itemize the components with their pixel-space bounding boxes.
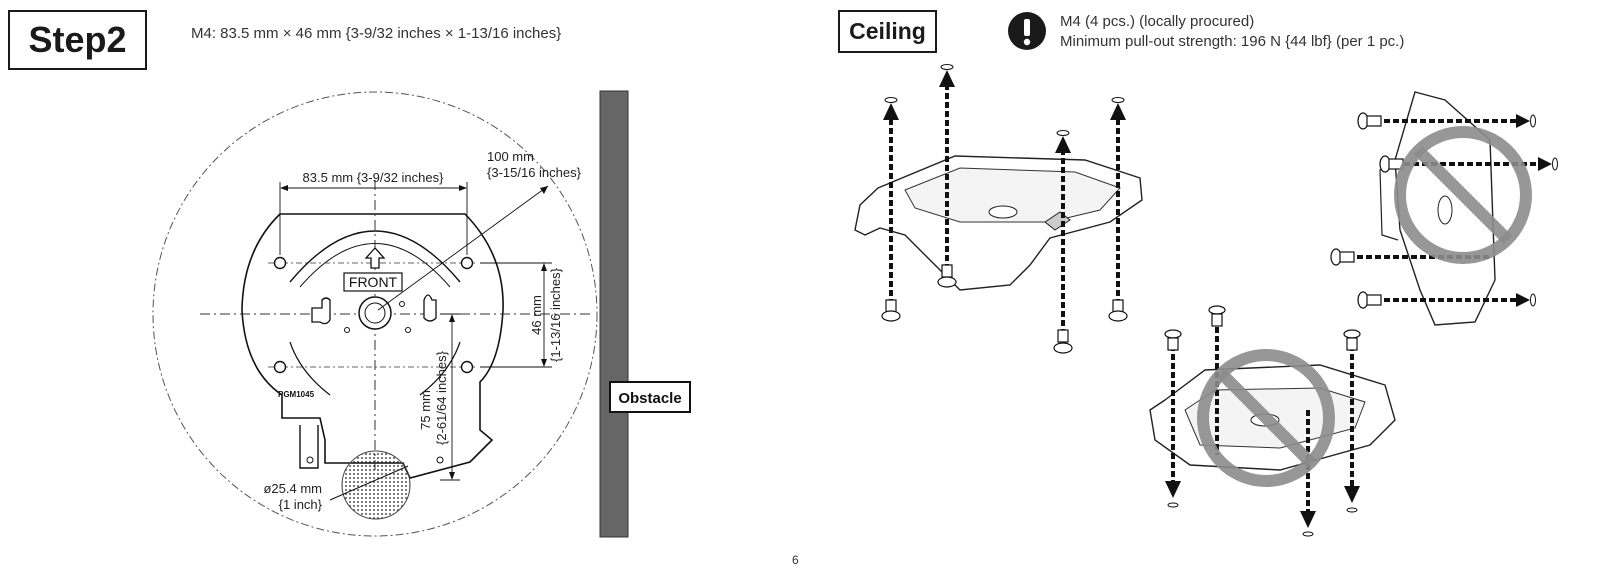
step-spec-text: M4: 83.5 mm × 46 mm {3-9/32 inches × 1-1… [191, 25, 562, 42]
dim-radius-in: {3-15/16 inches} [487, 165, 582, 180]
model-label: PGM1045 [278, 390, 315, 399]
note-line-2: Minimum pull-out strength: 196 N {44 lbf… [1060, 33, 1405, 50]
ceiling-install-diagram [854, 64, 1558, 537]
correct-mount-illustration [854, 64, 1143, 354]
front-arrow-icon [364, 247, 386, 269]
prohibited-upside-down-illustration [1149, 305, 1396, 537]
dim-hole-in: {1 inch} [279, 497, 323, 512]
dim-offset-in: {2-61/64 inches} [434, 350, 449, 445]
page-number: 6 [792, 553, 799, 567]
clearance-circle [152, 91, 598, 537]
center-hole [358, 296, 392, 330]
step-title: Step2 [8, 10, 147, 70]
dim-offset-mm: 75 mm [418, 390, 433, 430]
screw-hole [273, 256, 287, 270]
screw-hole [460, 256, 474, 270]
cable-hole [341, 450, 411, 520]
dim-hole-mm: ø25.4 mm [263, 481, 322, 496]
no-sign-icon [1394, 126, 1532, 264]
dim-height-mm: 46 mm [529, 295, 544, 335]
obstacle-wall [599, 90, 629, 538]
no-sign-icon [1197, 349, 1335, 487]
note-line-1: M4 (4 pcs.) (locally procured) [1060, 13, 1255, 30]
mounting-template-diagram: FRONT PGM1045 83.5 mm {3-9/32 inches} 10… [152, 90, 691, 538]
ceiling-title: Ceiling [838, 10, 937, 53]
dim-width-label: 83.5 mm {3-9/32 inches} [303, 170, 445, 185]
obstacle-box [609, 381, 691, 413]
exclamation-icon [1008, 12, 1046, 50]
prohibited-wall-mount-illustration [1330, 91, 1558, 326]
keyhole-slot [423, 294, 437, 322]
keyhole-slot [311, 297, 331, 325]
dim-radius-mm: 100 mm [487, 149, 534, 164]
screw-hole [460, 360, 474, 374]
front-label: FRONT [349, 274, 398, 290]
dim-height-in: {1-13/16 inches} [548, 267, 563, 362]
obstacle-label: Obstacle [618, 390, 681, 407]
screw-hole [273, 360, 287, 374]
